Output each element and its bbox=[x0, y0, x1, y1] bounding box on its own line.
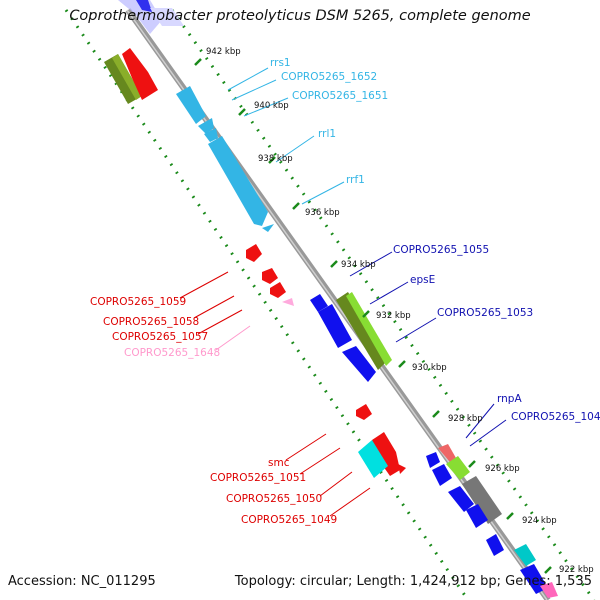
gene-smc[interactable] bbox=[356, 404, 372, 420]
gene-copro5265-1053[interactable] bbox=[342, 346, 376, 382]
gene-blue-6[interactable] bbox=[486, 534, 504, 556]
gene-copro5265-1050[interactable] bbox=[358, 440, 388, 478]
gene-epsE[interactable] bbox=[336, 292, 388, 370]
tick-924: 924 kbp bbox=[522, 516, 557, 526]
scale-tick-mark bbox=[468, 460, 476, 468]
gene-epsE-shade[interactable] bbox=[346, 292, 392, 366]
gene-blue-5[interactable] bbox=[466, 504, 488, 528]
tick-928: 928 kbp bbox=[448, 414, 483, 424]
gene-copro5265-1049[interactable] bbox=[398, 464, 406, 474]
tick-932: 932 kbp bbox=[376, 311, 411, 321]
label-copro5265-1051[interactable]: COPRO5265_1051 bbox=[210, 472, 306, 484]
gene-blue-1[interactable] bbox=[310, 294, 328, 312]
gene-blue-4[interactable] bbox=[448, 486, 474, 512]
label-smc[interactable]: smc bbox=[268, 457, 290, 469]
scale-tick-mark bbox=[432, 410, 440, 418]
gene-copro5265-1652[interactable] bbox=[198, 118, 214, 134]
gene-top-blue[interactable] bbox=[136, 0, 152, 12]
label-rnpA[interactable]: rnpA bbox=[497, 393, 522, 405]
tick-926: 926 kbp bbox=[485, 464, 520, 474]
forward-labels: COPRO5265_1059 COPRO5265_1058 COPRO5265_… bbox=[90, 296, 337, 526]
scale-ticks bbox=[194, 58, 552, 574]
gene-blue-2[interactable] bbox=[426, 452, 440, 468]
label-copro5265-1651[interactable]: COPRO5265_1651 bbox=[292, 90, 388, 102]
scale-labels: 942 kbp 940 kbp 938 kbp 936 kbp 934 kbp … bbox=[206, 47, 594, 575]
label-rrl1[interactable]: rrl1 bbox=[318, 128, 336, 140]
gene-rrs1[interactable] bbox=[176, 86, 206, 124]
label-copro5265-1057[interactable]: COPRO5265_1057 bbox=[112, 331, 208, 343]
gene-olive-shade[interactable] bbox=[112, 54, 142, 100]
scale-tick-mark bbox=[330, 260, 338, 268]
tick-922: 922 kbp bbox=[559, 565, 594, 575]
scale-tick-mark bbox=[544, 566, 552, 574]
label-copro5265-1059[interactable]: COPRO5265_1059 bbox=[90, 296, 186, 308]
scale-tick-mark bbox=[268, 156, 276, 164]
gene-copro5265-1047[interactable] bbox=[446, 456, 470, 480]
tick-934: 934 kbp bbox=[341, 260, 376, 270]
label-copro5265-1050[interactable]: COPRO5265_1050 bbox=[226, 493, 322, 505]
tick-940: 940 kbp bbox=[254, 101, 289, 111]
gene-copro5265-1648[interactable] bbox=[282, 298, 294, 306]
gene-copro5265-1059[interactable] bbox=[246, 244, 262, 262]
label-rrs1[interactable]: rrs1 bbox=[270, 57, 291, 69]
gene-copro5265-1058[interactable] bbox=[262, 268, 278, 284]
label-copro5265-1049[interactable]: COPRO5265_1049 bbox=[241, 514, 337, 526]
gene-gray[interactable] bbox=[462, 476, 502, 524]
label-copro5265-1648[interactable]: COPRO5265_1648 bbox=[124, 347, 220, 359]
forward-track-guide bbox=[64, 9, 470, 600]
tick-942: 942 kbp bbox=[206, 47, 241, 57]
accession-text: Accession: NC_011295 bbox=[8, 574, 156, 589]
scale-tick-mark bbox=[362, 310, 370, 318]
gene-faded-top-2[interactable] bbox=[150, 8, 184, 26]
tick-938: 938 kbp bbox=[258, 154, 293, 164]
scale-tick-mark bbox=[238, 108, 246, 116]
gene-copro5265-1051[interactable] bbox=[372, 432, 400, 476]
gene-copro5265-1651[interactable] bbox=[204, 128, 218, 142]
scale-tick-mark bbox=[398, 360, 406, 368]
scale-tick-mark bbox=[292, 202, 300, 210]
gene-rrf1[interactable] bbox=[262, 224, 274, 232]
gene-red-top[interactable] bbox=[122, 48, 158, 100]
label-rrf1[interactable]: rrf1 bbox=[346, 174, 365, 186]
rna-labels: rrs1 COPRO5265_1652 COPRO5265_1651 rrl1 … bbox=[270, 57, 388, 186]
gene-pink[interactable] bbox=[540, 582, 558, 598]
label-copro5265-1652[interactable]: COPRO5265_1652 bbox=[281, 71, 377, 83]
label-copro5265-1058[interactable]: COPRO5265_1058 bbox=[103, 316, 199, 328]
scale-tick-mark bbox=[506, 512, 514, 520]
scale-tick-mark bbox=[194, 58, 202, 66]
gene-rnpA[interactable] bbox=[438, 444, 456, 462]
label-epsE[interactable]: epsE bbox=[410, 274, 435, 286]
reverse-labels: COPRO5265_1055 epsE COPRO5265_1053 rnpA … bbox=[393, 244, 600, 423]
gene-blue-3[interactable] bbox=[432, 464, 452, 486]
label-copro5265-1053[interactable]: COPRO5265_1053 bbox=[437, 307, 533, 319]
gene-rrl1[interactable] bbox=[208, 136, 268, 226]
map-title: Coprothermobacter proteolyticus DSM 5265… bbox=[69, 8, 531, 24]
reverse-track-guide bbox=[170, 9, 596, 600]
topology-text: Topology: circular; Length: 1,424,912 bp… bbox=[234, 574, 592, 589]
label-connectors bbox=[179, 67, 507, 517]
tick-930: 930 kbp bbox=[412, 363, 447, 373]
label-copro5265-1047[interactable]: COPRO5265_1047 bbox=[511, 411, 600, 423]
tick-936: 936 kbp bbox=[305, 208, 340, 218]
gene-copro5265-1055[interactable] bbox=[318, 304, 352, 348]
gene-copro5265-1057[interactable] bbox=[270, 282, 286, 298]
gene-cyan[interactable] bbox=[514, 544, 536, 566]
label-copro5265-1055[interactable]: COPRO5265_1055 bbox=[393, 244, 489, 256]
